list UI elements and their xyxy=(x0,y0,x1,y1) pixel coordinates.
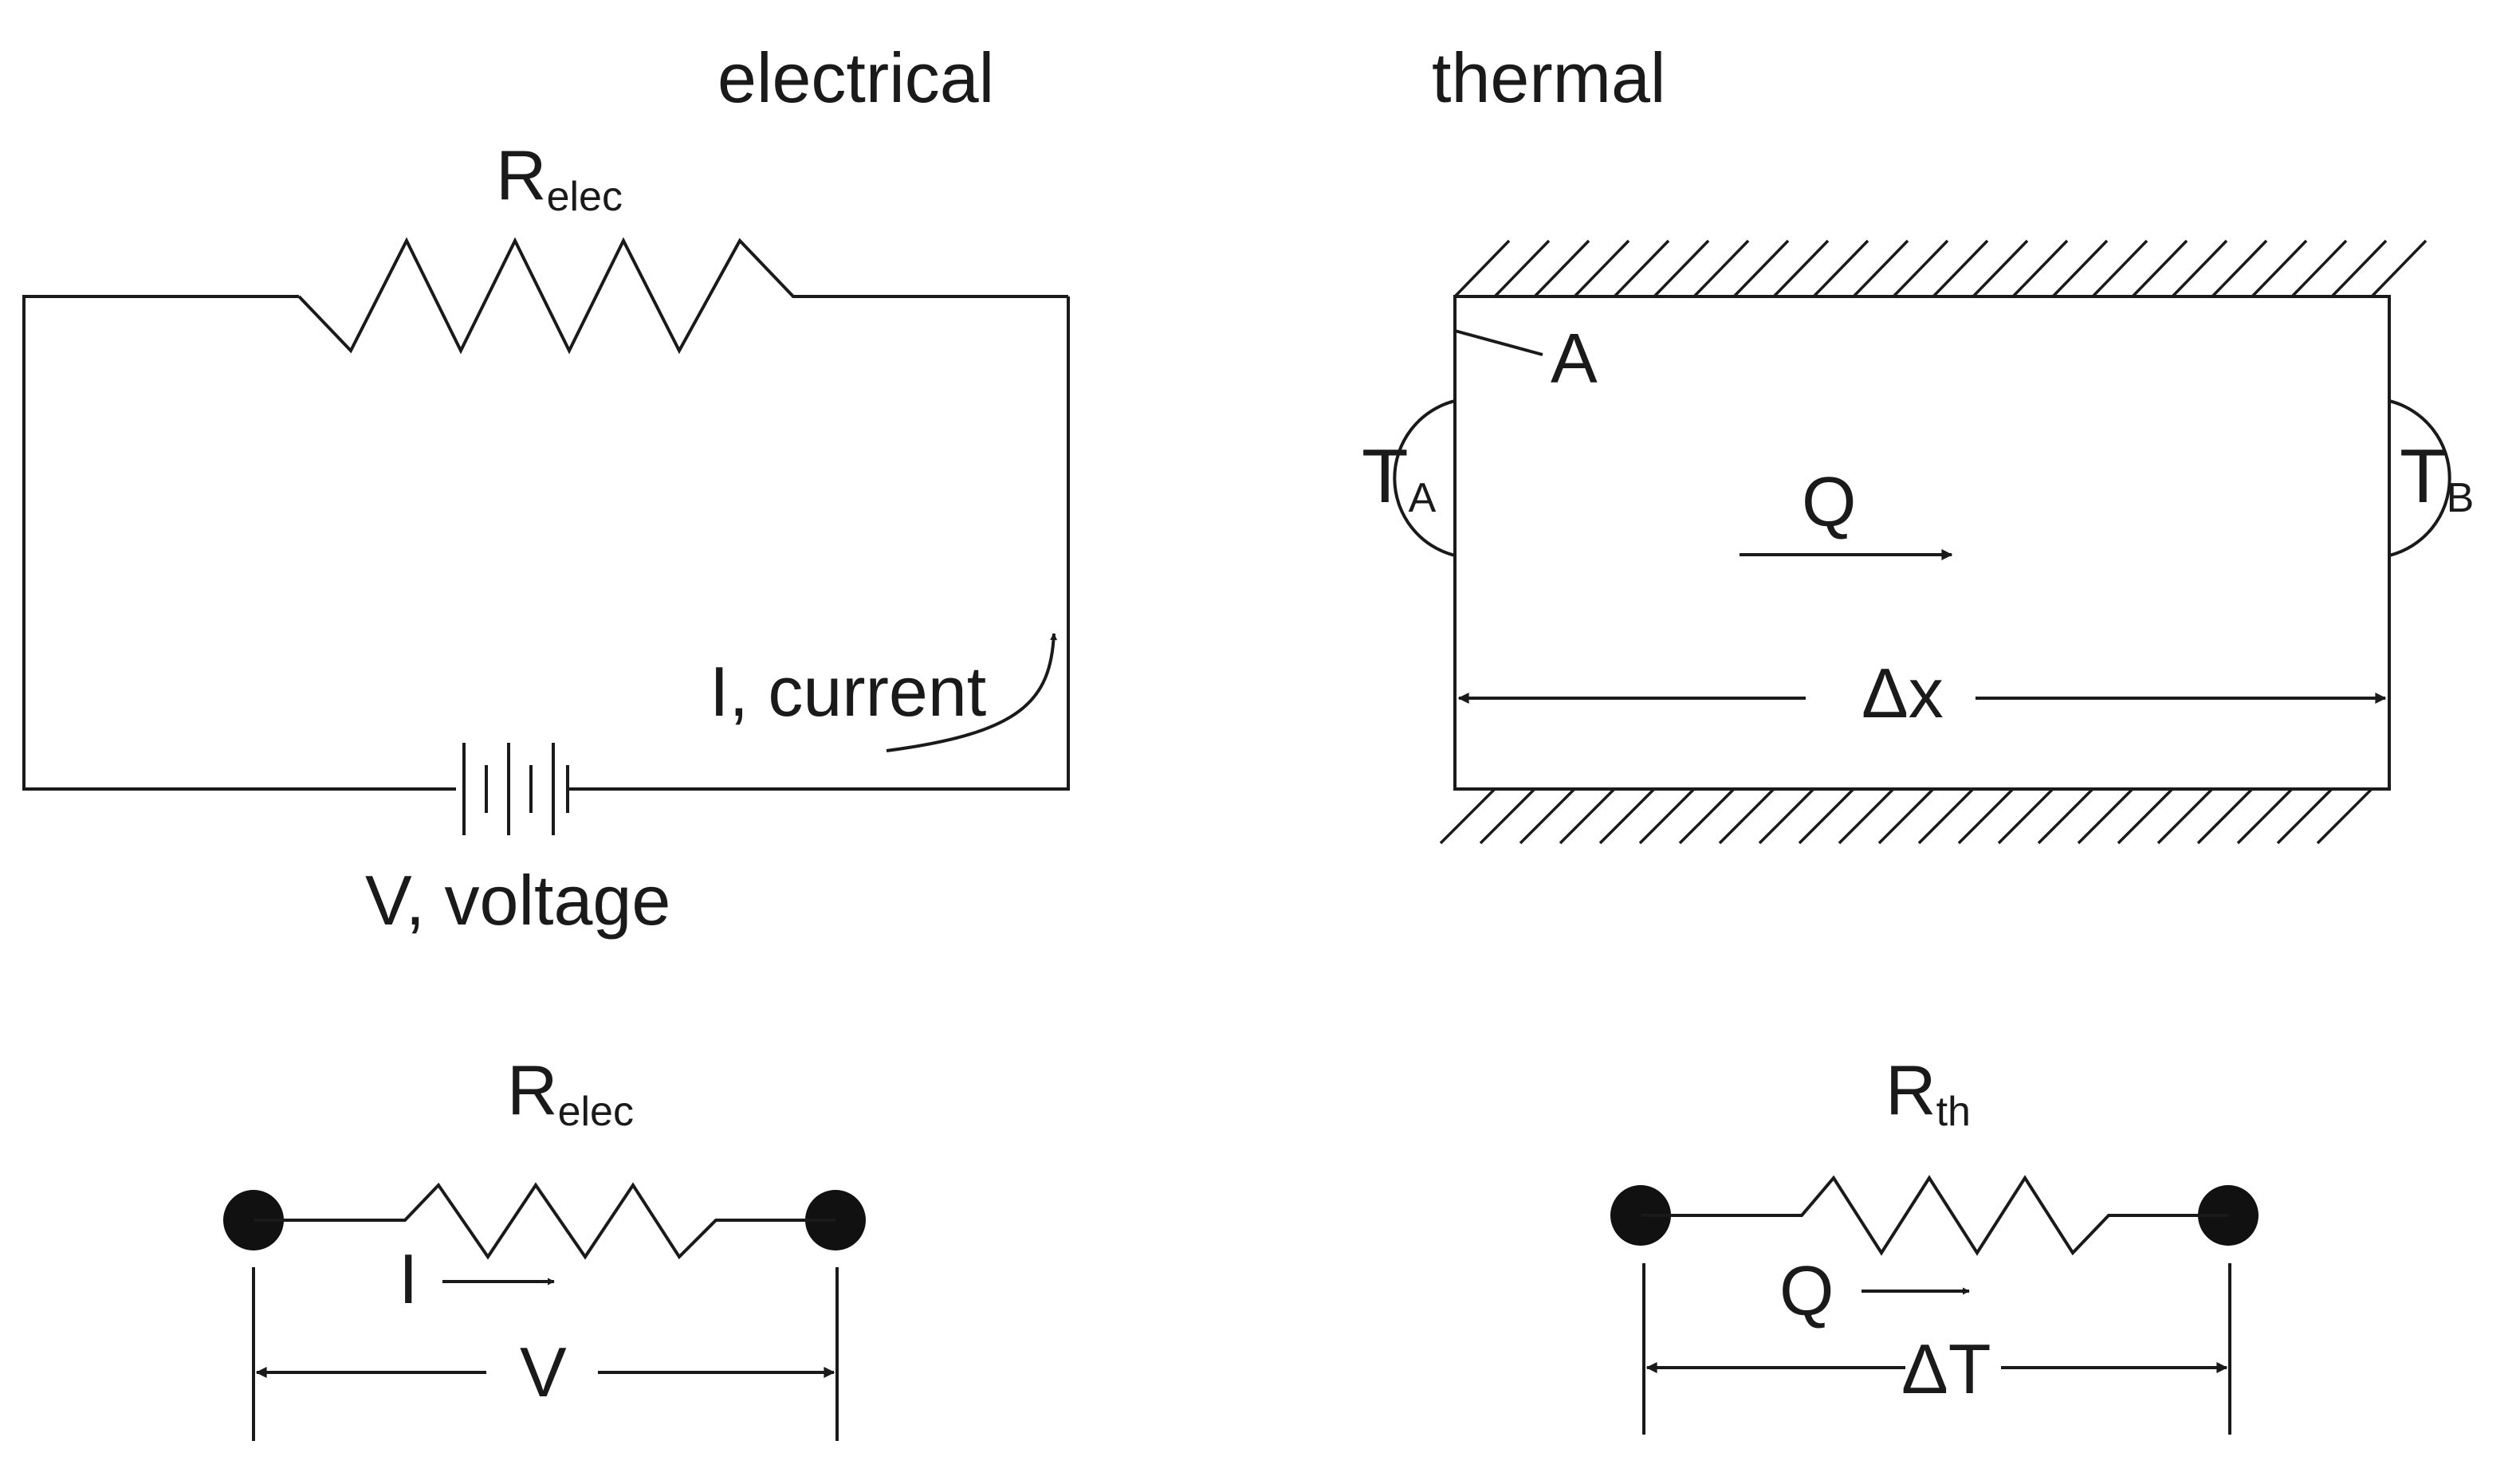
hatch-line xyxy=(1559,787,1616,845)
electrical-resistor xyxy=(297,237,1068,355)
thermal-equivalent: Rth Q ΔT xyxy=(1610,1050,2259,1435)
hatch-line xyxy=(2011,239,2069,298)
temperature-left-label: TA xyxy=(1362,434,1437,521)
hatch-line xyxy=(2156,787,2214,845)
temperature-right-label: TB xyxy=(2400,434,2474,521)
hatch-line xyxy=(1638,787,1696,845)
hatch-line xyxy=(2171,239,2228,298)
hatch-line xyxy=(1758,787,1815,845)
hatch-line xyxy=(2236,787,2294,845)
electrical-circuit: Relec I, current V, voltage xyxy=(22,135,1070,940)
heat-flow-label: Q xyxy=(1802,462,1856,541)
thermal-resistor-label: Rth xyxy=(1885,1050,1971,1135)
electrical-heading: electrical xyxy=(717,38,994,117)
hatch-line xyxy=(1718,787,1775,845)
hatch-line xyxy=(1692,239,1750,298)
temperature-contact-right xyxy=(2388,399,2451,557)
circuit-wire-top xyxy=(22,295,456,791)
insulation-hatch-bottom xyxy=(1439,787,2373,845)
hatch-line xyxy=(2316,787,2373,845)
equivalent-resistor-label: Relec xyxy=(507,1050,634,1135)
hatch-line xyxy=(1533,239,1590,298)
area-label: A xyxy=(1551,319,1598,398)
hatch-line xyxy=(1613,239,1670,298)
hatch-line xyxy=(2370,239,2428,298)
hatch-line xyxy=(1519,787,1576,845)
hatch-line xyxy=(2330,239,2388,298)
insulation-hatch-top xyxy=(1453,239,2428,298)
hatch-line xyxy=(1852,239,1909,298)
voltage-label: V, voltage xyxy=(365,861,670,940)
electrical-equivalent: Relec I V xyxy=(223,1050,866,1441)
thermal-heat-flow-label: Q xyxy=(1779,1251,1834,1330)
hatch-line xyxy=(1772,239,1830,298)
hatch-line xyxy=(1678,787,1736,845)
hatch-line xyxy=(2276,787,2333,845)
temperature-contact-left xyxy=(1393,399,1456,557)
length-label: Δx xyxy=(1861,654,1944,732)
thermal-heading: thermal xyxy=(1432,38,1665,117)
thermal-equivalent-resistor xyxy=(1641,1175,2228,1256)
hatch-line xyxy=(2211,239,2268,298)
hatch-line xyxy=(1573,239,1630,298)
hatch-line xyxy=(2077,787,2134,845)
hatch-line xyxy=(1479,787,1536,845)
hatch-line xyxy=(1932,239,1989,298)
hatch-line xyxy=(1798,787,1855,845)
hatch-line xyxy=(2251,239,2308,298)
electrical-equivalent-resistor xyxy=(254,1182,835,1260)
slab-body xyxy=(1453,295,2391,791)
temp-diff-label: ΔT xyxy=(1901,1329,1991,1408)
hatch-line xyxy=(2117,787,2174,845)
hatch-line xyxy=(2196,787,2254,845)
battery-icon xyxy=(462,743,569,835)
hatch-line xyxy=(1972,239,2029,298)
hatch-line xyxy=(1838,787,1895,845)
current-arrow xyxy=(886,633,1058,752)
hatch-line xyxy=(2091,239,2148,298)
hatch-line xyxy=(2131,239,2188,298)
thermal-slab: A TA TB Q Δx xyxy=(1362,239,2474,845)
hatch-line xyxy=(1493,239,1551,298)
hatch-line xyxy=(1997,787,2054,845)
hatch-line xyxy=(1653,239,1710,298)
hatch-line xyxy=(2037,787,2094,845)
hatch-line xyxy=(1917,787,1975,845)
equivalent-voltage-label: V xyxy=(520,1333,567,1411)
area-leader-line xyxy=(1454,329,1543,356)
hatch-line xyxy=(1892,239,1949,298)
hatch-line xyxy=(2051,239,2109,298)
equivalent-current-label: I xyxy=(399,1239,418,1318)
hatch-line xyxy=(2290,239,2348,298)
circuit-wire-right xyxy=(568,296,1070,791)
hatch-line xyxy=(1732,239,1790,298)
hatch-line xyxy=(1957,787,2015,845)
hatch-line xyxy=(1439,787,1496,845)
current-label: I, current xyxy=(710,652,986,731)
hatch-line xyxy=(1598,787,1656,845)
hatch-line xyxy=(1877,787,1935,845)
hatch-line xyxy=(1453,239,1511,298)
hatch-line xyxy=(1812,239,1869,298)
electrical-resistor-label: Relec xyxy=(496,135,623,220)
